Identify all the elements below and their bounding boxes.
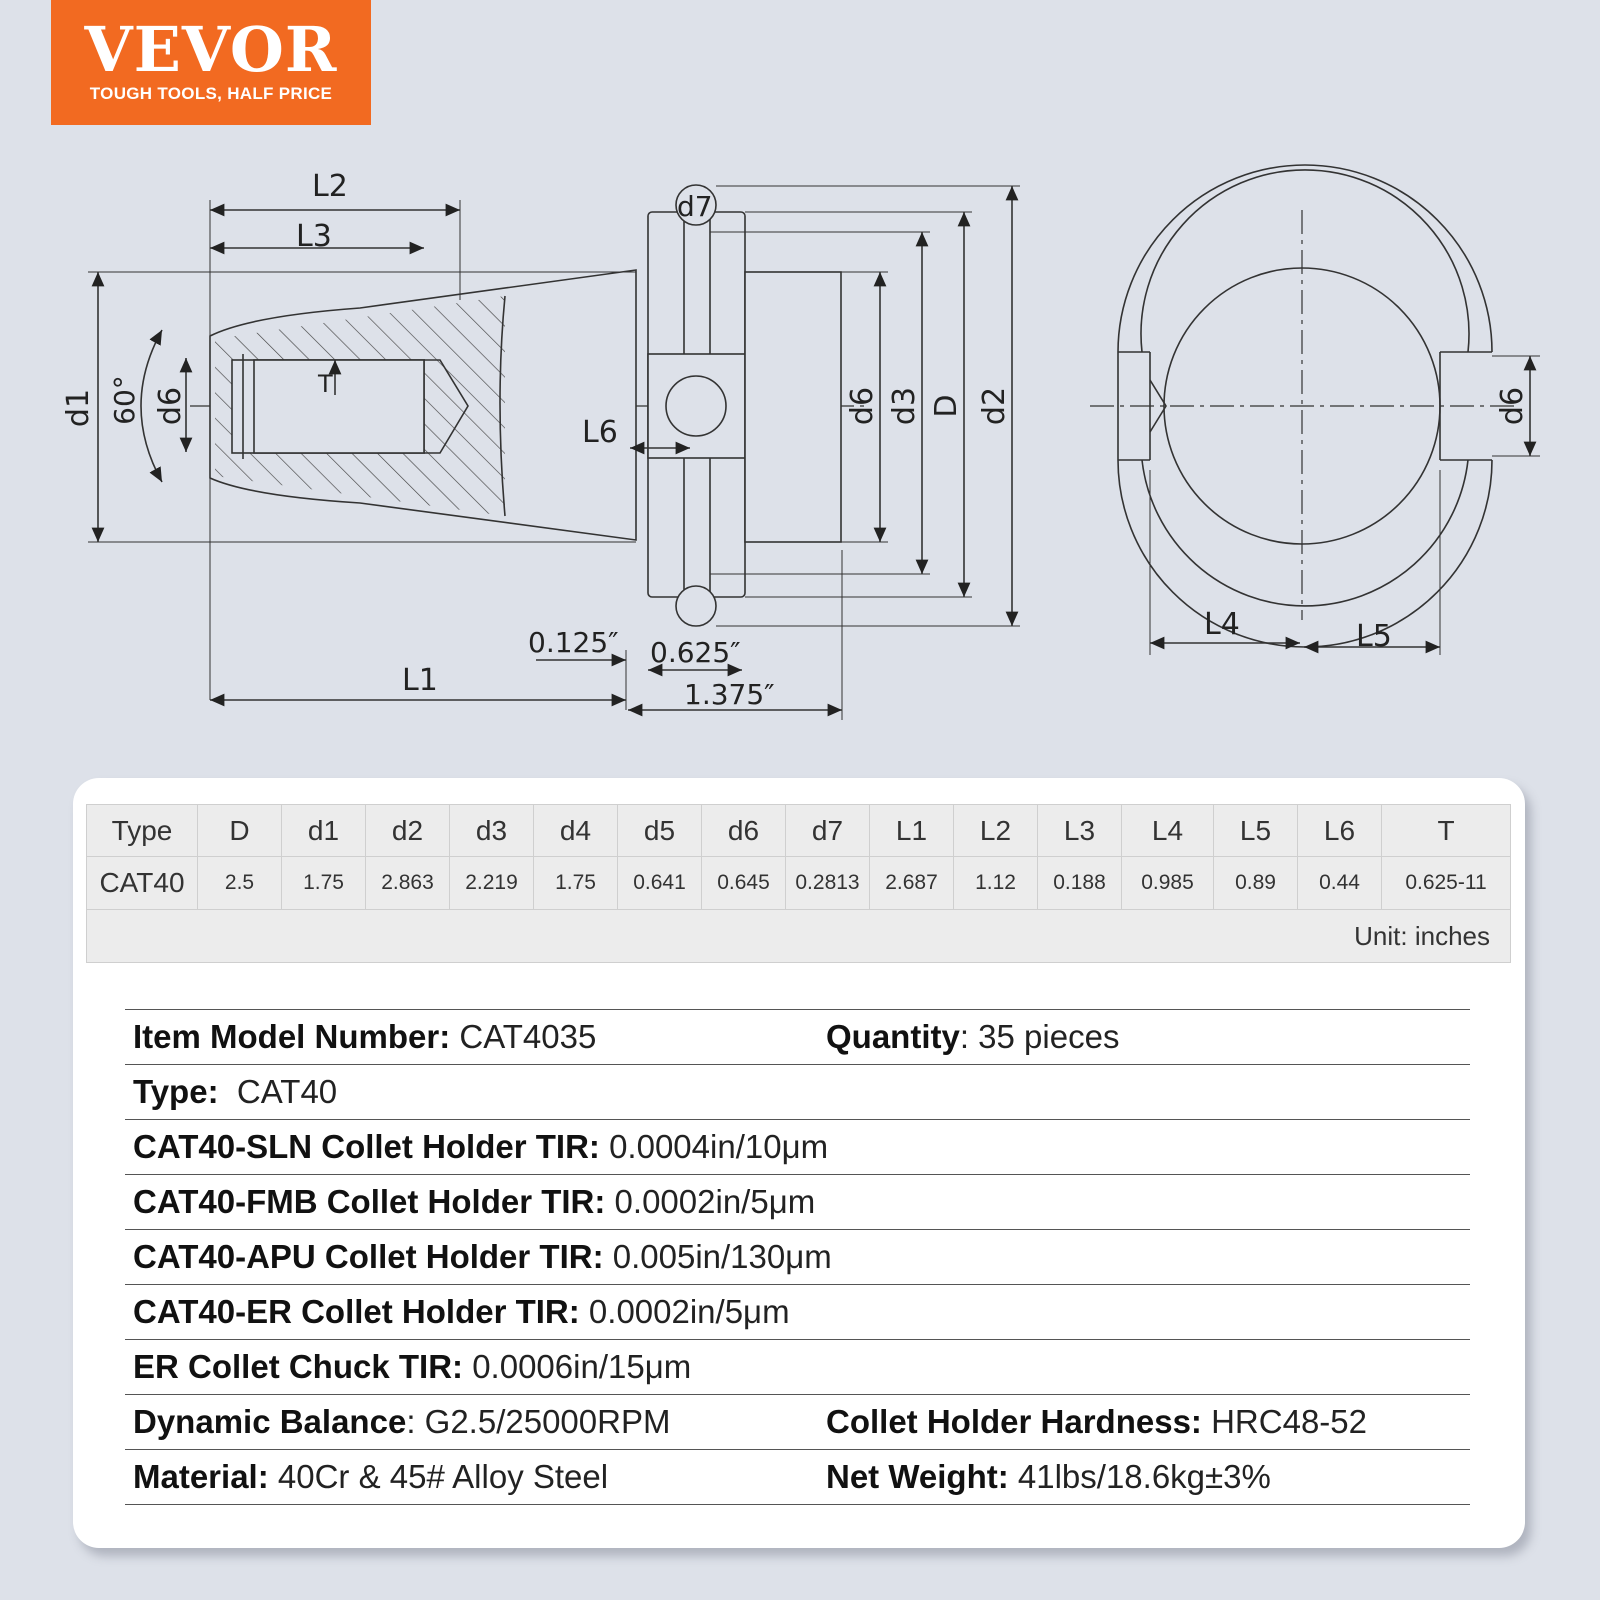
balance-label: Dynamic Balance (133, 1403, 407, 1440)
drawing-svg: L2 L3 d1 60° d6 T L6 d7 d6 d3 D d2 L1 0.… (61, 164, 1540, 720)
balance-value: : G2.5/25000RPM (406, 1403, 671, 1440)
hardness-value: HRC48-52 (1201, 1403, 1367, 1440)
value-cell: 0.641 (617, 856, 702, 910)
label-L6: L6 (582, 415, 618, 450)
chuck-value: 0.0006in/15μm (463, 1348, 692, 1385)
label-d2: d2 (977, 387, 1012, 425)
header-cell: Type (86, 804, 198, 857)
label-D: D (929, 394, 964, 417)
value-cell: CAT40 (86, 856, 198, 910)
model-value: CAT4035 (450, 1018, 597, 1055)
value-cell: 2.863 (365, 856, 450, 910)
spec-list: Item Model Number: CAT4035 Quantity: 35 … (125, 1009, 1470, 1505)
label-d6-left: d6 (153, 387, 188, 425)
material-label: Material: (133, 1458, 269, 1495)
unit-row: Unit: inches (86, 909, 1511, 963)
value-cell: 1.75 (533, 856, 618, 910)
label-d1: d1 (61, 389, 96, 427)
value-cell: 2.219 (449, 856, 534, 910)
weight-label: Net Weight: (826, 1458, 1009, 1495)
vevor-logo: VEVOR TOUGH TOOLS, HALF PRICE (51, 0, 371, 125)
header-cell: L1 (869, 804, 954, 857)
apu-value: 0.005in/130μm (603, 1238, 832, 1275)
brand-name: VEVOR (84, 13, 338, 86)
header-cell: L4 (1121, 804, 1214, 857)
label-d7: d7 (677, 190, 713, 223)
header-cell: T (1381, 804, 1511, 857)
er-value: 0.0002in/5μm (579, 1293, 790, 1330)
header-cell: d5 (617, 804, 702, 857)
label-L1: L1 (402, 663, 438, 698)
header-cell: L3 (1037, 804, 1122, 857)
table-header-row: Type D d1 d2 d3 d4 d5 d6 d7 L1 L2 L3 L4 … (86, 804, 1511, 857)
value-cell: 0.188 (1037, 856, 1122, 910)
label-d6-mid: d6 (845, 387, 880, 425)
type-value: CAT40 (218, 1073, 338, 1110)
header-cell: d7 (785, 804, 870, 857)
dim-0125: 0.125″ (528, 626, 619, 659)
table-row: CAT40 2.5 1.75 2.863 2.219 1.75 0.641 0.… (86, 856, 1511, 910)
quantity-value: : 35 pieces (959, 1018, 1120, 1055)
fmb-value: 0.0002in/5μm (605, 1183, 816, 1220)
header-cell: d3 (449, 804, 534, 857)
value-cell: 0.2813 (785, 856, 870, 910)
value-cell: 0.44 (1297, 856, 1382, 910)
header-cell: L2 (953, 804, 1038, 857)
header-cell: d2 (365, 804, 450, 857)
dim-1375: 1.375″ (684, 678, 775, 711)
label-L3: L3 (296, 219, 332, 254)
weight-value: 41lbs/18.6kg±3% (1008, 1458, 1271, 1495)
fmb-label: CAT40-FMB Collet Holder TIR: (133, 1183, 606, 1220)
dim-0625: 0.625″ (650, 636, 741, 669)
header-cell: d6 (701, 804, 786, 857)
dimension-table: Type D d1 d2 d3 d4 d5 d6 d7 L1 L2 L3 L4 … (86, 804, 1511, 963)
spec-row-model: Item Model Number: CAT4035 Quantity: 35 … (125, 1009, 1470, 1064)
value-cell: 2.5 (197, 856, 282, 910)
spec-row-type: Type: CAT40 (125, 1064, 1470, 1119)
header-cell: L5 (1213, 804, 1298, 857)
spec-row-chuck: ER Collet Chuck TIR: 0.0006in/15μm (125, 1339, 1470, 1394)
material-value: 40Cr & 45# Alloy Steel (268, 1458, 609, 1495)
label-d6-right: d6 (1495, 387, 1530, 425)
sln-label: CAT40-SLN Collet Holder TIR: (133, 1128, 600, 1165)
label-T: T (317, 370, 333, 398)
chuck-label: ER Collet Chuck TIR: (133, 1348, 464, 1385)
apu-label: CAT40-APU Collet Holder TIR: (133, 1238, 604, 1275)
label-L4: L4 (1204, 607, 1240, 642)
brand-tagline: TOUGH TOOLS, HALF PRICE (89, 84, 333, 103)
spec-row-balance: Dynamic Balance: G2.5/25000RPM Collet Ho… (125, 1394, 1470, 1449)
quantity-label: Quantity (826, 1018, 960, 1055)
model-label: Item Model Number: (133, 1018, 451, 1055)
hardness-label: Collet Holder Hardness: (826, 1403, 1202, 1440)
spec-row-fmb: CAT40-FMB Collet Holder TIR: 0.0002in/5μ… (125, 1174, 1470, 1229)
spec-card: Type D d1 d2 d3 d4 d5 d6 d7 L1 L2 L3 L4 … (73, 778, 1525, 1548)
label-L2: L2 (312, 169, 348, 204)
value-cell: 1.75 (281, 856, 366, 910)
value-cell: 0.985 (1121, 856, 1214, 910)
header-cell: d1 (281, 804, 366, 857)
value-cell: 0.625-11 (1381, 856, 1511, 910)
spec-row-apu: CAT40-APU Collet Holder TIR: 0.005in/130… (125, 1229, 1470, 1284)
header-cell: D (197, 804, 282, 857)
value-cell: 0.89 (1213, 856, 1298, 910)
value-cell: 1.12 (953, 856, 1038, 910)
spec-row-er: CAT40-ER Collet Holder TIR: 0.0002in/5μm (125, 1284, 1470, 1339)
unit-note: Unit: inches (86, 909, 1511, 963)
header-cell: L6 (1297, 804, 1382, 857)
type-label: Type: (133, 1073, 219, 1110)
value-cell: 0.645 (701, 856, 786, 910)
value-cell: 2.687 (869, 856, 954, 910)
spec-row-material: Material: 40Cr & 45# Alloy Steel Net Wei… (125, 1449, 1470, 1505)
header-cell: d4 (533, 804, 618, 857)
technical-drawing: L2 L3 d1 60° d6 T L6 d7 d6 d3 D d2 L1 0.… (0, 140, 1600, 740)
sln-value: 0.0004in/10μm (599, 1128, 829, 1165)
label-angle: 60° (108, 375, 141, 425)
label-L5: L5 (1356, 619, 1392, 654)
er-label: CAT40-ER Collet Holder TIR: (133, 1293, 580, 1330)
spec-row-sln: CAT40-SLN Collet Holder TIR: 0.0004in/10… (125, 1119, 1470, 1174)
label-d3: d3 (887, 387, 922, 425)
